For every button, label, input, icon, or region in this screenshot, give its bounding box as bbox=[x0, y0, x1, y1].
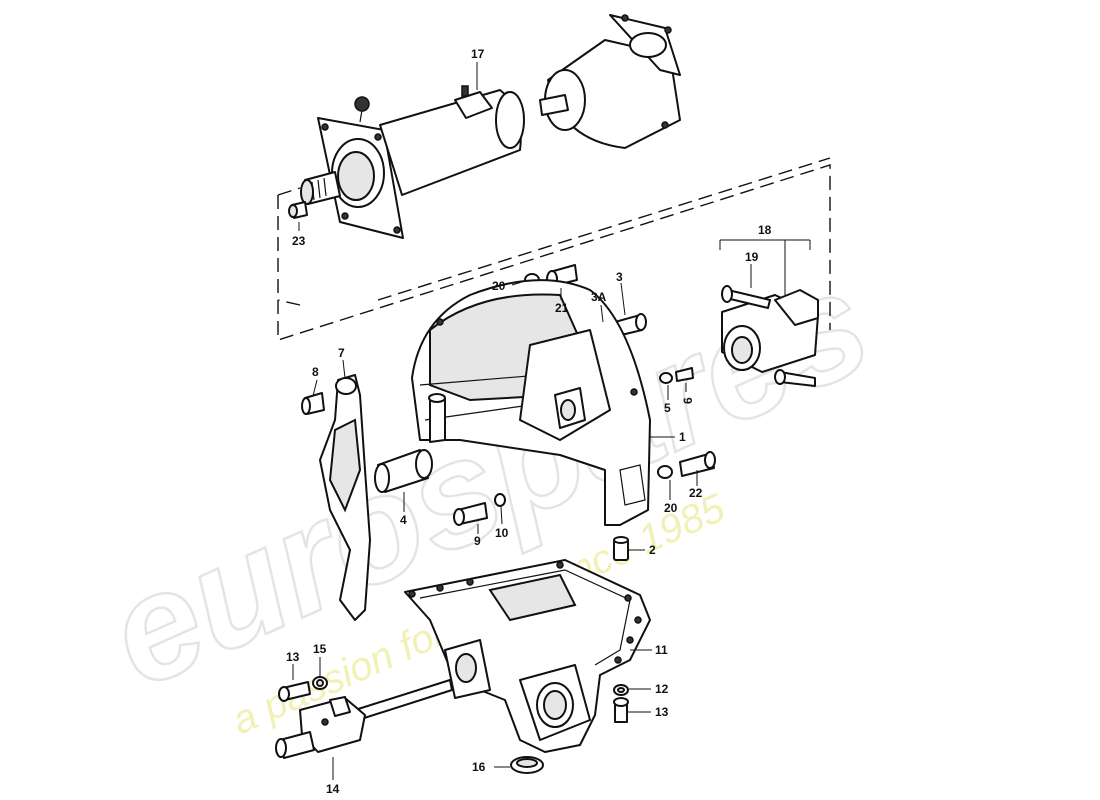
washer-20-lower bbox=[657, 465, 673, 479]
callout-20-lower: 20 bbox=[664, 501, 678, 515]
callout-13-left: 13 bbox=[286, 650, 300, 664]
seal-part-16 bbox=[510, 756, 544, 774]
callout-13-right: 13 bbox=[655, 705, 669, 719]
lower-housing-part-11 bbox=[404, 559, 651, 753]
callout-19: 19 bbox=[745, 250, 759, 264]
tube-housing-assembly bbox=[300, 14, 681, 239]
callout-18: 18 bbox=[758, 223, 772, 237]
bolt-6 bbox=[675, 367, 694, 382]
clutch-slave-assembly bbox=[721, 285, 819, 387]
callout-21: 21 bbox=[555, 301, 569, 315]
callout-6: 6 bbox=[681, 397, 695, 404]
callout-17: 17 bbox=[471, 47, 485, 61]
release-fork-part-7 bbox=[319, 374, 371, 621]
callout-12: 12 bbox=[655, 682, 669, 696]
callout-5: 5 bbox=[664, 401, 671, 415]
callout-22: 22 bbox=[689, 486, 703, 500]
callout-9: 9 bbox=[474, 534, 481, 548]
guide-sleeve-part-4 bbox=[374, 449, 433, 493]
mid-fasteners bbox=[453, 451, 716, 526]
callout-16: 16 bbox=[472, 760, 486, 774]
leader-lines bbox=[292, 62, 811, 780]
washer-5 bbox=[659, 372, 673, 384]
callout-8: 8 bbox=[312, 365, 319, 379]
bolt-13-left bbox=[278, 681, 311, 702]
callout-23: 23 bbox=[292, 234, 306, 248]
callout-3: 3 bbox=[616, 270, 623, 284]
shift-shaft-part-14 bbox=[275, 679, 453, 759]
callout-3a: 3A bbox=[591, 290, 607, 304]
callout-1: 1 bbox=[679, 430, 686, 444]
callout-15: 15 bbox=[313, 642, 327, 656]
callout-11: 11 bbox=[655, 643, 668, 657]
bell-housing bbox=[411, 279, 651, 526]
callout-7: 7 bbox=[338, 346, 345, 360]
washer-15 bbox=[312, 676, 328, 690]
dashed-assembly-frame bbox=[277, 157, 831, 341]
washer-10 bbox=[494, 493, 506, 507]
callout-20-upper: 20 bbox=[492, 279, 506, 293]
callout-4: 4 bbox=[400, 513, 407, 527]
dowel-pin-part-2 bbox=[613, 536, 629, 561]
sleeve-part-23 bbox=[288, 201, 308, 219]
callout-numbers: 17 23 18 19 20 21 3 3A 7 8 5 6 1 4 9 10 … bbox=[286, 47, 772, 796]
callout-10: 10 bbox=[495, 526, 509, 540]
lower-right-fasteners bbox=[613, 684, 629, 723]
callout-2: 2 bbox=[649, 543, 656, 557]
callout-14: 14 bbox=[326, 782, 340, 796]
bushing-part-8 bbox=[301, 392, 325, 415]
